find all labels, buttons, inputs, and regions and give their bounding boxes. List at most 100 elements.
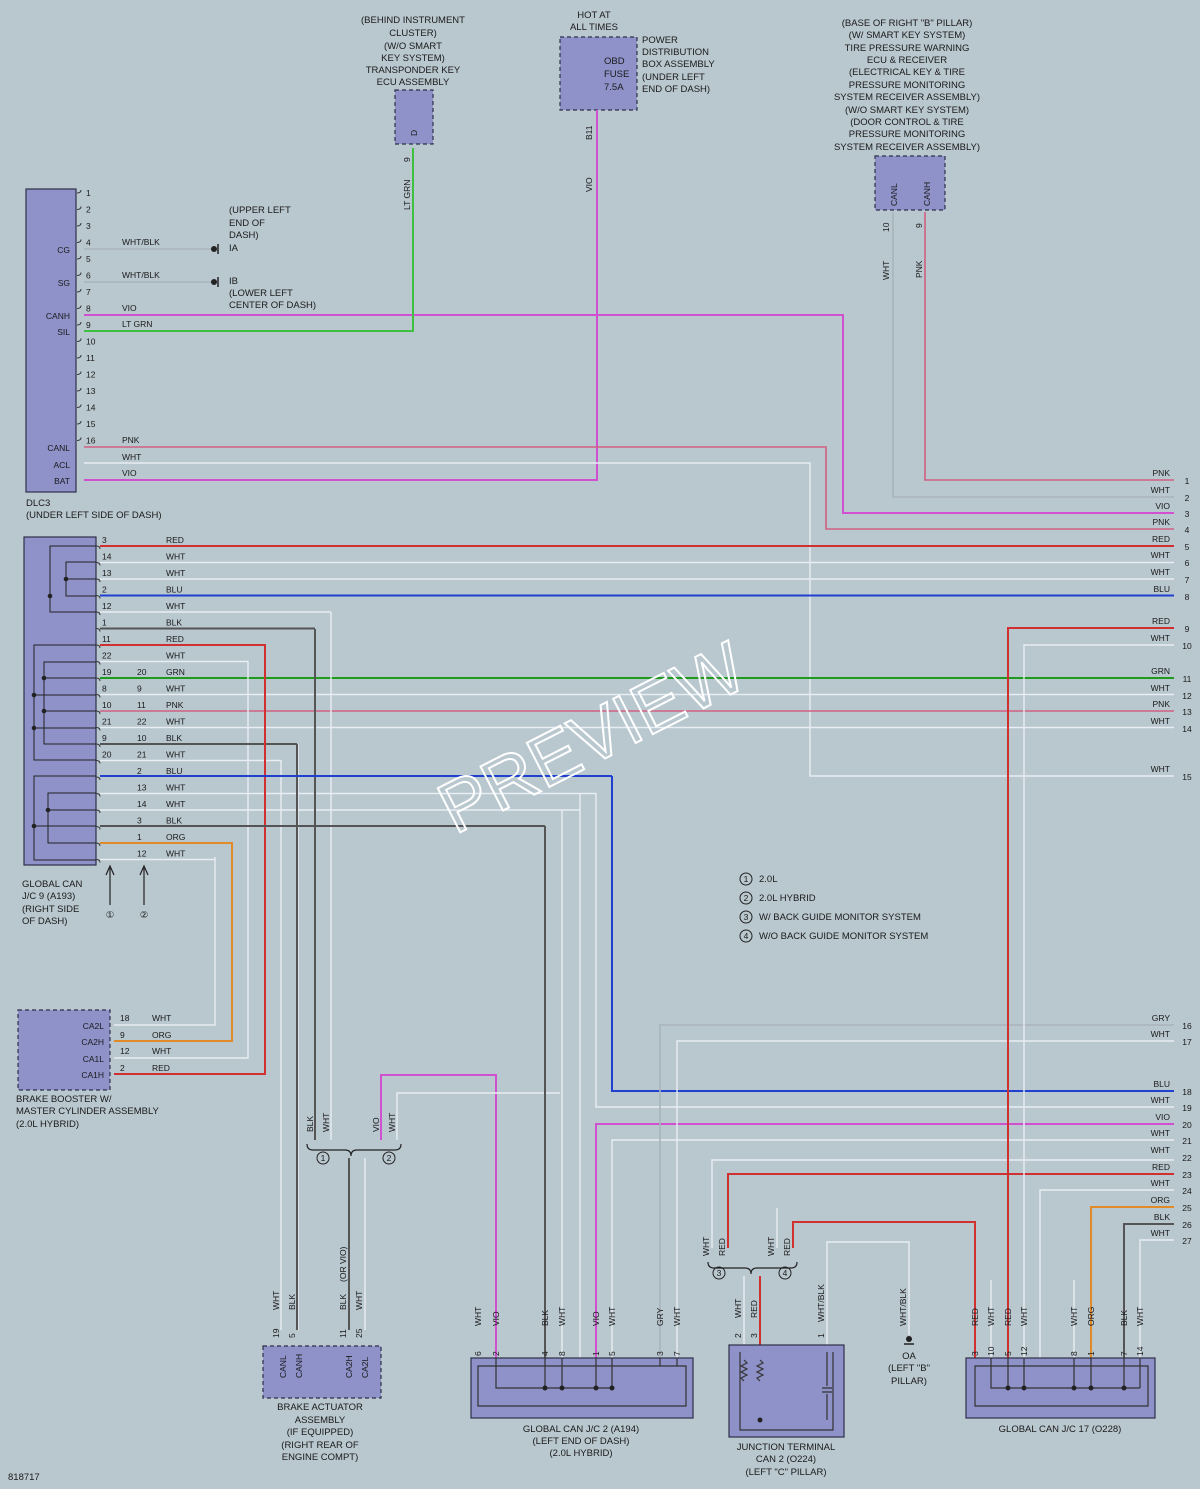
ref-color-12: WHT: [1151, 683, 1170, 693]
jc9-pin-0: 3: [102, 535, 107, 545]
jt-c2-wht: WHT: [766, 1237, 776, 1256]
branch2-vio: [380, 1074, 497, 1358]
pdb-pin: B11: [584, 125, 594, 140]
bb-term-3: CA1L: [83, 1054, 105, 1064]
tpms-label-2: (W/ SMART KEY SYSTEM): [849, 30, 966, 41]
jc9-pin-mark-2: [95, 578, 101, 583]
jt-resistors: [739, 1359, 765, 1382]
ref-color-23: RED: [1152, 1162, 1170, 1172]
ref-num-3: 3: [1185, 509, 1190, 519]
act-label-1: BRAKE ACTUATOR: [277, 1402, 363, 1413]
wire-wht-acl: [84, 462, 1174, 777]
act-label-3: (IF EQUIPPED): [287, 1427, 354, 1438]
jt-red-a: [727, 1173, 1174, 1248]
ref-num-16: 16: [1182, 1021, 1192, 1031]
jc9-color-12: BLK: [166, 733, 182, 743]
tpms-connector: [874, 155, 946, 211]
jc9-color-16: WHT: [166, 799, 185, 809]
jc9-color-1: WHT: [166, 552, 185, 562]
ground-ib-dot: [211, 279, 217, 285]
dlc3-pin-14: 14: [86, 403, 96, 413]
oa-label-1: (LEFT "B": [888, 1363, 930, 1374]
jc9-color-5: BLK: [166, 618, 182, 628]
jc9-pin2-10: 11: [137, 700, 146, 710]
jc2-label-2: (LEFT END OF DASH): [533, 1436, 630, 1447]
tpms-pin-9: 9: [914, 223, 924, 228]
jc17-label-1: GLOBAL CAN J/C 17 (O228): [999, 1424, 1122, 1435]
ground-ia-label-3: DASH): [229, 230, 259, 241]
dlc3-pin-mark-16: [76, 437, 82, 441]
diagram-id: 818717: [8, 1472, 40, 1483]
legend-sym-4: [739, 929, 753, 943]
tpms-term-canl: CANL: [889, 183, 899, 206]
act-pin-2: 5: [287, 1333, 297, 1338]
jc9-color-3: BLU: [166, 585, 183, 595]
dlc3-pin-13: 13: [86, 386, 96, 396]
dlc3-pin-3: 3: [86, 221, 91, 231]
dlc3-pin-mark-7: [76, 288, 82, 293]
jt-label-1: JUNCTION TERMINAL: [737, 1442, 836, 1453]
dlc3-pin-11: 11: [86, 353, 95, 363]
transponder-label-6: ECU ASSEMBLY: [377, 77, 450, 88]
transponder-label-4: KEY SYSTEM): [381, 53, 445, 64]
dlc3-cg: CG: [57, 245, 70, 255]
ref-color-25: ORG: [1151, 1195, 1170, 1205]
jt-label-3: (LEFT "C" PILLAR): [745, 1467, 826, 1478]
transponder-connector: [394, 89, 434, 145]
jc9-bus: [31, 545, 96, 861]
tpms-label-10: PRESSURE MONITORING: [849, 129, 965, 140]
act-label-4: (RIGHT REAR OF: [281, 1440, 359, 1451]
ref-num-25: 25: [1182, 1203, 1192, 1213]
jc2-gry: [659, 1024, 1174, 1358]
jc9-color-17: BLK: [166, 816, 182, 826]
jc9-pin2-13: 21: [137, 750, 147, 760]
vio-label: VIO: [584, 177, 594, 192]
jc2-node-2: [559, 1385, 565, 1391]
dlc3-pin-2: 2: [86, 205, 91, 215]
tpms-label-11: SYSTEM RECEIVER ASSEMBLY): [834, 142, 980, 153]
dlc3-pin-9: 9: [86, 320, 91, 330]
jc17-pin-12: 12: [1019, 1346, 1029, 1356]
dlc3-pin-mark-10: [76, 338, 82, 342]
ref-num-23: 23: [1182, 1170, 1192, 1180]
jc9-pin-13: 20: [102, 750, 112, 760]
jt-pin-2: 2: [733, 1333, 743, 1338]
ref-num-10: 10: [1182, 641, 1192, 651]
jt-wht-a: [711, 1159, 1174, 1248]
tpms-label-6: PRESSURE MONITORING: [849, 80, 965, 91]
oa-label-2: PILLAR): [891, 1376, 927, 1387]
bb-pin-1: 18: [120, 1013, 130, 1023]
act-pin-4: 25: [354, 1328, 364, 1338]
jc9-pin-mark-14: [95, 776, 101, 781]
dlc3-pin-12: 12: [86, 370, 96, 380]
jc9-pin2-16: 14: [137, 799, 147, 809]
legend-text-3: W/ BACK GUIDE MONITOR SYSTEM: [759, 912, 921, 923]
jc17-node-4: [1088, 1385, 1094, 1391]
jc9-pin-mark-5: [95, 628, 101, 632]
dlc3-pin-8: 8: [86, 304, 91, 314]
jc2-wire-1: VIO: [491, 1311, 501, 1326]
dlc3-wire-5: WHT/BLK: [122, 270, 160, 280]
dlc3-pin-5: 5: [86, 254, 91, 264]
ref-color-2: WHT: [1151, 485, 1170, 495]
pdb-box: [559, 36, 638, 111]
bb-wire-3: WHT: [152, 1046, 171, 1056]
jc17-bus-outline: [974, 1365, 1149, 1407]
ref-color-9: RED: [1152, 616, 1170, 626]
ground-ib: IB (LOWER LEFT CENTER OF DASH): [84, 276, 316, 311]
dlc3-pin-mark-4: [76, 239, 82, 243]
jc9-bus-3: [33, 644, 96, 761]
wire-tpms-canh: [924, 212, 1174, 481]
ref-num-11: 11: [1183, 674, 1192, 684]
jc17-pin-3: 3: [970, 1351, 980, 1356]
junction-terminal-can2: WHT RED WHT RED 3 4 2 3 1 WHT RED WHT/BL…: [701, 1159, 1174, 1478]
act-wire-4: WHT: [354, 1291, 364, 1310]
jc9-pin2-17: 3: [137, 816, 142, 826]
legend-sym-1: [739, 872, 753, 886]
jc9-pin2-14: 2: [137, 766, 142, 776]
jc9-bus-node-6: [45, 807, 51, 813]
jt-label-2: CAN 2 (O224): [756, 1454, 816, 1465]
tpms-label-9: (DOOR CONTROL & TIRE: [850, 117, 963, 128]
